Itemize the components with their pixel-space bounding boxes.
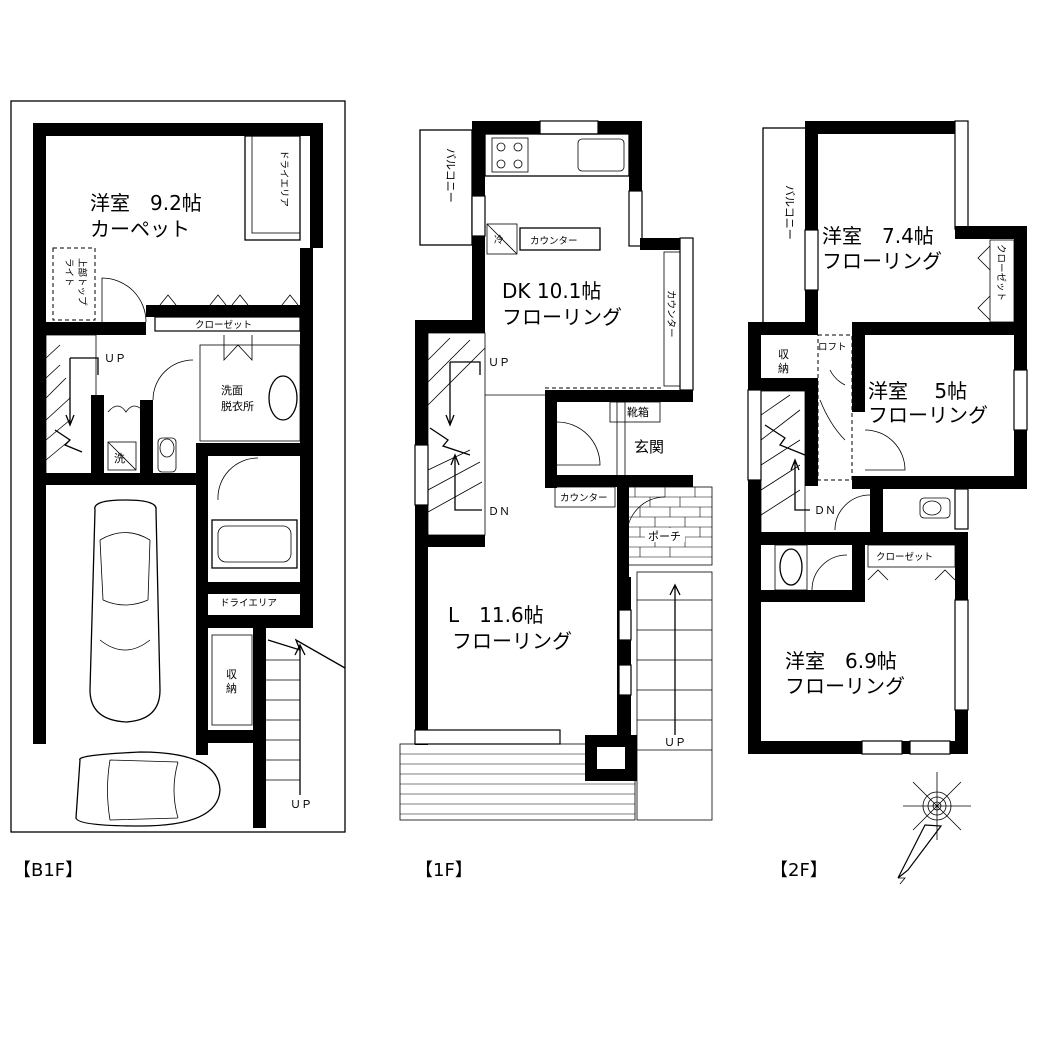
f1-living-size: L 11.6帖 xyxy=(448,603,544,627)
b1f-wall-left-upper xyxy=(33,123,46,481)
f2-closet-a-label: クローゼット xyxy=(995,244,1007,301)
b1f-closet-doors xyxy=(159,294,299,306)
f2-storage-label-2: 納 xyxy=(778,362,789,375)
b1f-wall-right-mid xyxy=(300,248,313,458)
b1f-storage-label-2: 納 xyxy=(226,682,237,695)
b1f-washer-label: 洗 xyxy=(114,452,125,465)
b1f-storage-label-1: 収 xyxy=(226,668,237,681)
f1-dk-counter xyxy=(519,227,601,251)
b1f-top-light-label-2: ライト xyxy=(63,258,74,287)
b1f-wall-top xyxy=(33,123,323,136)
f1-steps-up-label: ＵＰ xyxy=(664,736,686,749)
f1-right-counter xyxy=(663,251,681,387)
b1f-wall-core-bottom xyxy=(196,730,256,743)
f2-loft-label: ロフト xyxy=(818,342,847,353)
b1f-stairs-up-label: ＵＰ xyxy=(104,352,126,365)
f2-closet-a xyxy=(989,239,1015,323)
b1f-closet-label: クローゼット xyxy=(195,319,252,331)
b1f-car-horizontal xyxy=(75,751,221,827)
f1-stairs-dn-label: ＤＮ xyxy=(488,505,510,518)
b1f-wall-garage-top xyxy=(33,473,199,485)
b1f-top-light-label-1: 上部トップ xyxy=(76,258,88,306)
b1f-washer xyxy=(107,441,137,471)
b1f-washroom-label-2: 脱衣所 xyxy=(221,399,254,413)
f2-stairs-dn-label: ＤＮ xyxy=(814,504,836,517)
f1-exterior-steps xyxy=(636,571,713,821)
f1-floor-label: 【1F】 xyxy=(415,860,473,881)
b1f-site-boundary xyxy=(10,100,346,833)
f1-entrance-label: 玄関 xyxy=(634,438,664,456)
b1f-wall-room-bottom xyxy=(46,322,146,335)
b1f-plan: ドライエリア 洋室 9.2帖 カーペット 上部トップ ライト クローゼット ＵＰ… xyxy=(10,100,346,833)
f2-room-a-size: 洋室 7.4帖 xyxy=(822,224,934,248)
f2-floor-label: 【2F】 xyxy=(770,860,828,881)
f1-stove xyxy=(491,137,529,173)
f1-living-window xyxy=(414,729,561,745)
b1f-exterior-steps xyxy=(266,659,300,781)
b1f-top-light xyxy=(52,247,96,321)
f1-window-top xyxy=(539,120,599,135)
b1f-washroom xyxy=(199,344,301,442)
b1f-room-door xyxy=(101,277,147,323)
f1-dk-size: DK 10.1帖 xyxy=(502,279,601,303)
b1f-sink xyxy=(268,375,298,421)
f1-porch-label: ポーチ xyxy=(648,530,681,543)
f2-room-c-floor: フローリング xyxy=(785,674,905,698)
f2-balcony-label: バルコニー xyxy=(783,185,796,240)
f1-kitchen-counter xyxy=(484,133,630,177)
b1f-wall-core-left xyxy=(196,443,208,755)
b1f-room-main-floor: カーペット xyxy=(90,217,190,241)
f1-shoe-box-label: 靴箱 xyxy=(627,405,649,419)
f1-entry-counter-label: カウンター xyxy=(560,493,608,504)
b1f-wall-right-top xyxy=(310,123,323,248)
f2-room-a-floor: フローリング xyxy=(822,249,942,273)
f1-living-floor: フローリング xyxy=(452,629,572,653)
b1f-closet-strip xyxy=(154,316,301,332)
b1f-dry-area-top-label: ドライエリア xyxy=(278,150,289,207)
f1-kitchen-sink xyxy=(577,138,625,172)
f1-dk-floor: フローリング xyxy=(502,305,622,329)
b1f-toilet xyxy=(157,437,177,473)
f1-terrace xyxy=(399,743,636,821)
f2-storage-label-1: 収 xyxy=(778,348,789,361)
f1-fridge-label: 冷 xyxy=(494,234,504,246)
f2-room-b-floor: フローリング xyxy=(868,403,988,427)
f1-dk-counter-label: カウンター xyxy=(530,236,578,247)
f1-stairs xyxy=(427,332,486,536)
b1f-car-vertical xyxy=(89,499,161,723)
b1f-washroom-label-1: 洗面 xyxy=(221,384,243,397)
b1f-wall-ramp-left xyxy=(253,628,266,828)
b1f-dry-area-bottom-label: ドライエリア xyxy=(220,598,277,609)
b1f-ramp-up-label: ＵＰ xyxy=(290,798,312,811)
f1-balcony-label: バルコニー xyxy=(444,148,457,203)
f1-fridge xyxy=(486,223,518,255)
f1-porch xyxy=(626,486,713,566)
b1f-room-main-size: 洋室 9.2帖 xyxy=(90,191,202,215)
f2-room-b-size: 洋室 5帖 xyxy=(868,379,967,403)
f1-right-counter-label: カウンター xyxy=(665,290,676,338)
f1-shoe-box xyxy=(609,401,661,423)
b1f-dry-area-top xyxy=(244,135,301,241)
f2-closet-c-label: クローゼット xyxy=(876,551,933,563)
f2-loft xyxy=(817,334,853,481)
f2-room-b-door xyxy=(864,429,906,471)
f1-entry-counter xyxy=(554,486,616,508)
f1-plan: バルコニー 冷 カウンター DK 10.1帖 フローリング カ xyxy=(399,120,713,821)
b1f-storage xyxy=(211,634,253,726)
b1f-bathtub xyxy=(211,519,298,569)
f1-entrance-door xyxy=(556,421,601,466)
b1f-wall-left-lower xyxy=(33,481,46,744)
f1-stairs-up-label: ＵＰ xyxy=(488,356,510,369)
b1f-wall-right-lower xyxy=(300,458,313,628)
f2-room-c-size: 洋室 6.9帖 xyxy=(785,649,897,673)
f2-toilet xyxy=(919,497,951,519)
f2-plan: バルコニー 洋室 7.4帖 フローリング クローゼット 収 納 ロフト xyxy=(747,120,1028,755)
b1f-bath-door xyxy=(217,457,259,501)
b1f-floor-label: 【B1F】 xyxy=(13,860,83,881)
north-compass-icon xyxy=(897,772,971,885)
